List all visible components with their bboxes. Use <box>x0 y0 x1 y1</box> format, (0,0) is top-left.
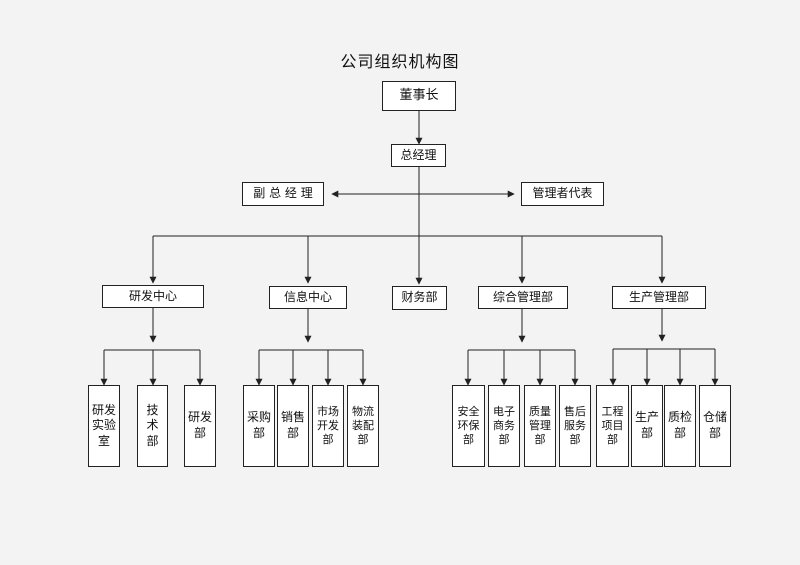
node-engineering: 工程项目部 <box>596 385 629 467</box>
node-general-manager: 总经理 <box>391 144 446 167</box>
node-info-center: 信息中心 <box>269 286 347 309</box>
node-rd-center: 研发中心 <box>102 285 204 308</box>
node-after-sales: 售后服务部 <box>559 385 591 467</box>
node-ecommerce: 电子商务部 <box>488 385 520 467</box>
node-chairman: 董事长 <box>382 81 456 111</box>
node-warehouse: 仓储部 <box>699 385 731 467</box>
chart-title: 公司组织机构图 <box>340 52 460 71</box>
node-purchase: 采购部 <box>243 385 275 467</box>
node-quality-mgmt: 质量管理部 <box>524 385 556 467</box>
node-tech: 技术部 <box>137 385 168 467</box>
node-production-management: 生产管理部 <box>612 286 706 309</box>
node-rd-dept: 研发部 <box>184 385 216 467</box>
node-finance: 财务部 <box>392 286 447 310</box>
node-qc: 质检部 <box>664 385 696 467</box>
node-deputy-gm: 副 总 经 理 <box>242 182 324 206</box>
node-market-dev: 市场开发部 <box>312 385 344 467</box>
node-rd-lab: 研发实验室 <box>88 385 120 467</box>
node-production: 生产部 <box>631 385 663 467</box>
node-sales: 销售部 <box>277 385 309 467</box>
node-logistics: 物流装配部 <box>347 385 379 467</box>
node-management-rep: 管理者代表 <box>521 182 604 206</box>
node-general-management: 综合管理部 <box>478 286 568 309</box>
node-safety-env: 安全环保部 <box>452 385 485 467</box>
